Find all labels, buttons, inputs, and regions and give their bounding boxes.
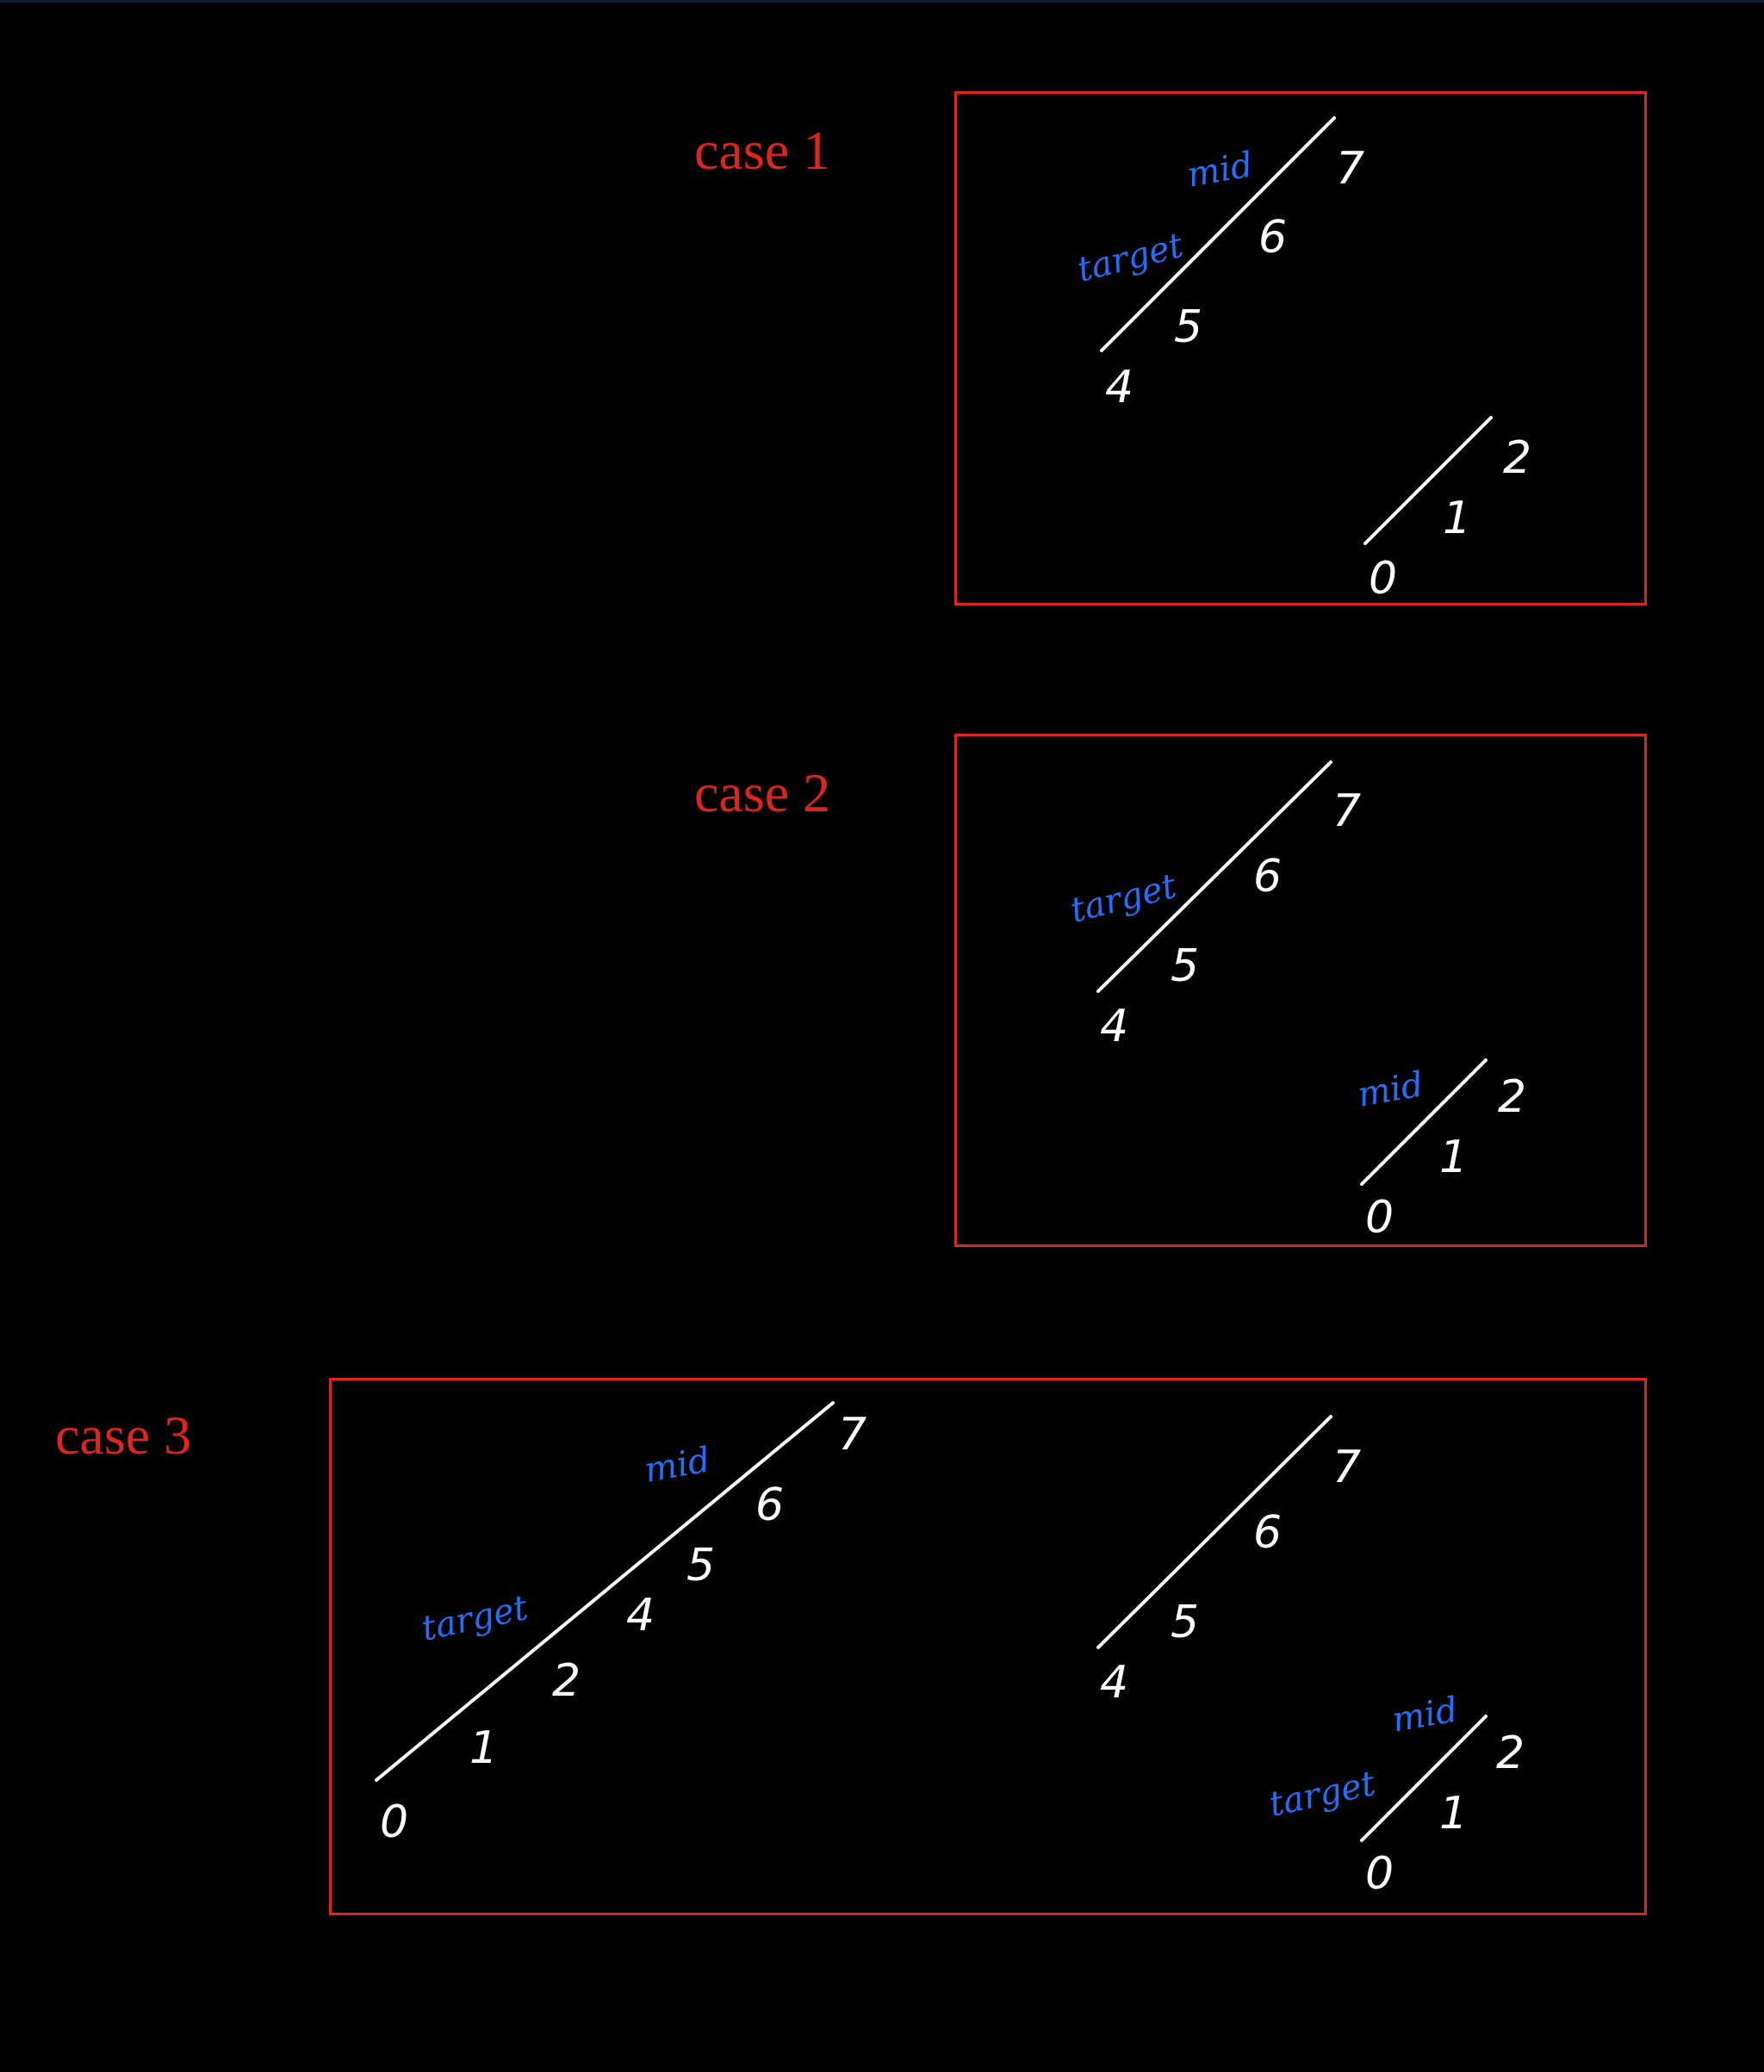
long-segment bbox=[375, 1401, 835, 1782]
upper-segment bbox=[1096, 1415, 1332, 1649]
num-2-right: 2 bbox=[1496, 1728, 1525, 1779]
case-2-label: case 2 bbox=[694, 762, 831, 823]
num-0: 0 bbox=[380, 1796, 408, 1848]
lower-segment bbox=[1360, 1715, 1488, 1842]
lower-segment bbox=[1360, 1058, 1488, 1186]
num-4-right: 4 bbox=[1100, 1657, 1128, 1709]
upper-segment bbox=[1096, 760, 1332, 993]
num-2: 2 bbox=[1498, 1071, 1526, 1123]
num-7: 7 bbox=[1332, 785, 1361, 837]
num-4: 4 bbox=[626, 1590, 655, 1641]
target-tag: target bbox=[419, 1588, 532, 1649]
case-3-panel: 0 1 2 4 5 6 7 target mid 4 5 6 7 0 1 2 t… bbox=[329, 1378, 1647, 1915]
num-2: 2 bbox=[1503, 432, 1531, 484]
num-1: 1 bbox=[1439, 1132, 1468, 1183]
target-tag: target bbox=[1066, 866, 1181, 931]
mid-tag: mid bbox=[642, 1440, 713, 1491]
num-1-right: 1 bbox=[1439, 1788, 1468, 1839]
num-5: 5 bbox=[1171, 940, 1199, 992]
num-0: 0 bbox=[1365, 1192, 1394, 1244]
num-7: 7 bbox=[838, 1409, 866, 1461]
target-tag-right: target bbox=[1266, 1764, 1380, 1825]
num-1: 1 bbox=[1443, 493, 1471, 544]
num-6: 6 bbox=[1258, 212, 1287, 264]
case-1-label: case 1 bbox=[694, 120, 831, 181]
num-4: 4 bbox=[1105, 362, 1134, 413]
case-2-diagram: 4 5 6 7 0 1 2 target mid bbox=[1066, 760, 1526, 1244]
lower-segment bbox=[1363, 416, 1493, 545]
mid-tag: mid bbox=[1355, 1064, 1426, 1115]
num-4: 4 bbox=[1100, 1001, 1128, 1052]
num-6-right: 6 bbox=[1253, 1507, 1282, 1559]
case-1-panel: 4 5 6 7 0 1 2 target mid bbox=[954, 91, 1647, 605]
num-6: 6 bbox=[1253, 851, 1282, 903]
num-7: 7 bbox=[1336, 143, 1364, 195]
case-3-label: case 3 bbox=[55, 1405, 192, 1466]
num-7-right: 7 bbox=[1332, 1442, 1361, 1493]
mid-tag-right: mid bbox=[1389, 1690, 1461, 1740]
case-1-diagram: 4 5 6 7 0 1 2 target mid bbox=[1073, 116, 1531, 605]
num-5: 5 bbox=[1174, 301, 1202, 353]
upper-segment bbox=[1100, 116, 1336, 352]
case-2-panel: 4 5 6 7 0 1 2 target mid bbox=[954, 734, 1647, 1247]
top-edge-line bbox=[0, 0, 1764, 3]
num-0-right: 0 bbox=[1365, 1848, 1394, 1900]
num-2: 2 bbox=[552, 1655, 581, 1707]
case-3-diagram: 0 1 2 4 5 6 7 target mid 4 5 6 7 0 1 2 t… bbox=[375, 1401, 1525, 1900]
num-6: 6 bbox=[755, 1480, 784, 1531]
num-5-right: 5 bbox=[1171, 1597, 1199, 1648]
num-1: 1 bbox=[469, 1722, 498, 1774]
mid-tag: mid bbox=[1184, 145, 1256, 195]
num-5: 5 bbox=[686, 1540, 715, 1591]
num-0: 0 bbox=[1369, 553, 1397, 605]
